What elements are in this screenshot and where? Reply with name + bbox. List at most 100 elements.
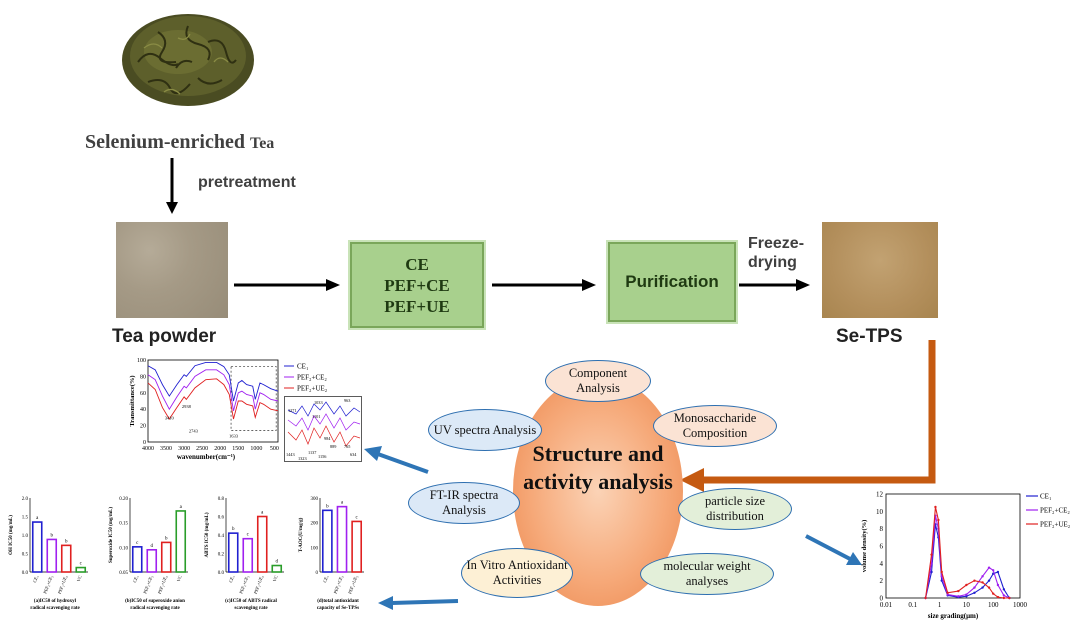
psd-xtick: 10 (963, 601, 971, 609)
ftir-series-line (147, 378, 279, 420)
down-arrow (166, 158, 178, 214)
psd-ytick: 12 (876, 491, 884, 499)
bar-mark (336, 505, 348, 573)
bar-panel-hydroxyl: 2.01.51.00.50.0OH IC50 (mg/mL)aCE₁bPEF₂+… (9, 497, 88, 611)
bar-caption-line2: capacity of Se-TPSs (317, 606, 359, 611)
bar-xtick: CE₁ (322, 574, 329, 583)
flow-arrows (234, 279, 810, 291)
bar-ylabel: ABTS IC50 (mg/mL) (205, 512, 210, 557)
psd-ytick: 8 (880, 525, 884, 533)
bar-ytick: 0.8 (218, 497, 225, 502)
bar-ytick: 0.4 (218, 534, 225, 539)
bar-ytick: 0.0 (22, 571, 29, 576)
bar-xtick: PEF₂+UE₂ (57, 574, 68, 594)
ftir-zoom-box (230, 366, 277, 431)
inset-annotation: 634 (350, 452, 357, 457)
bar-letter: a (180, 505, 183, 510)
bar-ytick: 0.05 (119, 571, 128, 576)
psd-point (965, 593, 968, 596)
oval-particle-size: particle size distribution (678, 488, 792, 530)
bar-ytick: 200 (311, 522, 319, 527)
oval-antioxidant: In Vitro Antioxidant Activities (461, 548, 573, 598)
psd-point (981, 586, 984, 589)
purification-box: Purification (606, 240, 738, 324)
bar-caption-line1: (d)total antioxidant (317, 599, 359, 604)
psd-plot-frame (885, 493, 1021, 599)
psd-point (996, 570, 1000, 574)
psd-point (1008, 596, 1011, 600)
ftir-series-line (147, 362, 279, 402)
inset-annotation: 963 (344, 398, 350, 403)
center-title: Structure and activity analysis (523, 441, 673, 494)
psd-point (1002, 594, 1006, 597)
psd-point (946, 593, 949, 596)
inset-annotation: 1271 (288, 408, 297, 413)
bar-ytick: 0.15 (119, 522, 128, 527)
psd-point (946, 591, 949, 594)
ftir-xtick: 2500 (196, 446, 208, 452)
bar-xtick: PEF₂+CE₂ (142, 574, 153, 594)
bar-caption-line2: scavenging rate (234, 606, 268, 611)
oval-molecular-weight: molecular weight analyses (640, 553, 774, 595)
psd-point (1002, 596, 1006, 600)
psd-ytick: 2 (880, 577, 884, 585)
psd-point (987, 586, 991, 589)
bar-caption-line1: (a)IC50 of hydroxyl (34, 599, 77, 604)
bar-letter: d (151, 544, 154, 549)
bar-mark (146, 548, 158, 573)
bar-letter: a (261, 511, 264, 516)
inset-annotation: 984 (324, 436, 331, 441)
psd-point (957, 589, 960, 593)
bar-mark (256, 515, 268, 573)
bar-letter: d (276, 560, 279, 565)
psd-point (987, 566, 991, 569)
psd-ytick: 10 (876, 508, 884, 516)
purification-label: Purification (625, 272, 719, 291)
psd-point (973, 591, 976, 594)
ftir-ytick: 20 (140, 424, 146, 430)
psd-xtick: 1000 (1013, 601, 1028, 609)
bar-ytick: 300 (311, 497, 319, 502)
bar-caption-line2: radical scavenging rate (30, 606, 80, 611)
ftir-xlabel: wavenumber(cm⁻¹) (177, 453, 236, 461)
inset-annotation: 765 (344, 444, 350, 449)
ftir-xtick: 4000 (142, 446, 154, 452)
bar-ytick: 0.0 (218, 571, 225, 576)
inset-annotation: 1443 (286, 452, 295, 457)
psd-point (924, 596, 927, 600)
psd-xtick: 0.1 (908, 601, 917, 609)
ftir-xtick: 2000 (214, 446, 226, 452)
psd-point (1002, 588, 1006, 591)
inset-annotation: 1101 (312, 414, 320, 419)
psd-point (957, 595, 960, 598)
bar-ytick: 0.5 (22, 553, 29, 558)
se-tps-label: Se-TPS (836, 326, 903, 347)
bar-ytick: 2.0 (22, 497, 29, 502)
ftir-annotation: 2743 (189, 429, 199, 434)
ftir-ytick: 60 (140, 391, 146, 397)
bar-caption-line2: radical scavenging rate (130, 606, 180, 611)
psd-xtick: 1 (938, 601, 942, 609)
bar-caption-line1: (b)IC50 of superoxide anion (125, 599, 185, 604)
inset-annotation: 1137 (308, 450, 317, 455)
tea-powder-label: Tea powder (112, 326, 217, 347)
inset-annotation: 1033 (314, 400, 323, 405)
bar-letter: b (165, 536, 168, 541)
tea-powder-image (116, 222, 228, 318)
bar-mark (60, 544, 72, 573)
psd-point (940, 570, 943, 574)
psd-point (973, 579, 976, 582)
oval-monosaccharide: Monosaccharide Composition (653, 405, 777, 447)
ftir-annotation: 2938 (182, 404, 192, 409)
inset-series-line (287, 401, 361, 417)
psd-point (992, 592, 995, 595)
se-tps-powder-image (822, 222, 938, 318)
bar-xtick: PEF₂+CE₂ (333, 574, 344, 594)
bar-letter: c (356, 515, 359, 520)
psd-point (992, 569, 995, 572)
method-ce: CE (405, 254, 429, 274)
extraction-methods-box: CE PEF+CE PEF+UE (348, 240, 486, 330)
psd-xtick: 100 (988, 601, 999, 609)
